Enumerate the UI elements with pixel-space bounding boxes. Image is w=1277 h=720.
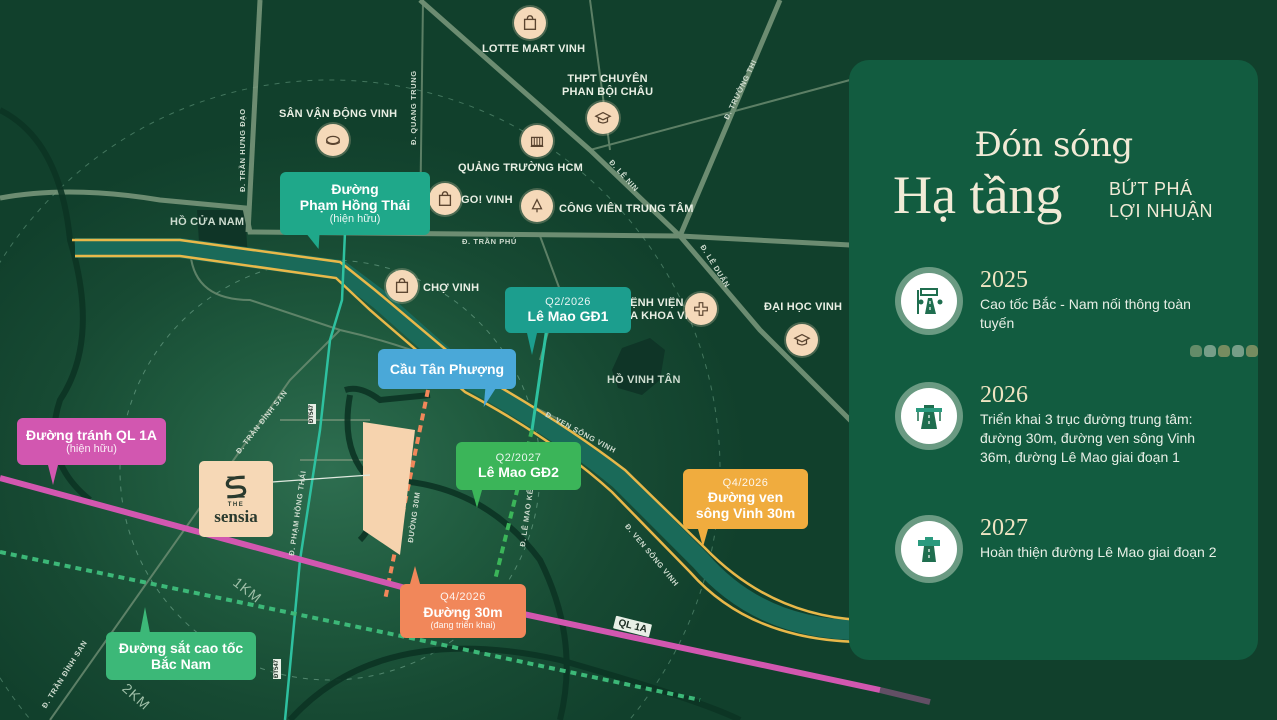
overpass-road-icon — [895, 382, 963, 450]
sensia-s-logo-icon — [225, 475, 247, 498]
graduation-cap-icon[interactable] — [786, 324, 818, 356]
callout-title: Đường — [331, 181, 379, 198]
callout-title: Bắc Nam — [151, 656, 211, 672]
road-gate-icon — [895, 515, 963, 583]
logo-the: THE — [227, 501, 245, 508]
shopping-bag-icon[interactable] — [386, 270, 418, 302]
timeline-text: Cao tốc Bắc - Nam nối thông toàn tuyến — [980, 296, 1191, 331]
callout-le-mao-gd1[interactable]: Q2/2026 Lê Mao GĐ1 — [505, 287, 631, 333]
poi-label-stadium: SÂN VẬN ĐỘNG VINH — [279, 108, 398, 120]
tree-icon[interactable] — [521, 190, 553, 222]
callout-cau-tan-phuong[interactable]: Cầu Tân Phượng — [378, 349, 516, 389]
callout-quarter: Q4/2026 — [722, 476, 769, 489]
callout-subtitle: (hiện hữu) — [66, 443, 117, 456]
shopping-bag-icon[interactable] — [514, 7, 546, 39]
callout-duong-sat-bac-nam[interactable]: Đường sắt cao tốc Bắc Nam — [106, 632, 256, 680]
callout-quarter: Q2/2026 — [545, 295, 591, 308]
monument-icon[interactable] — [521, 125, 553, 157]
panel-title-line2: Hạ tầng — [893, 165, 1063, 225]
medical-cross-icon[interactable] — [685, 293, 717, 325]
poi-label-hospital-line1: BỆNH VIỆN — [622, 297, 684, 309]
callout-title: Đường 30m — [423, 604, 503, 621]
poi-label-thpt-line2: PHAN BỘI CHÂU — [562, 86, 654, 98]
logo-name: sensia — [214, 506, 258, 526]
callout-duong-30m[interactable]: Q4/2026 Đường 30m (đang triển khai) — [400, 584, 526, 638]
callout-title: sông Vinh 30m — [695, 505, 796, 522]
callout-title: Đường ven — [707, 489, 784, 506]
callout-quarter: Q4/2026 — [440, 591, 486, 604]
callout-pointer — [410, 566, 420, 584]
poi-label-thpt: THPT CHUYÊN PHAN BỘI CHÂU — [562, 73, 653, 99]
callout-pointer — [48, 465, 58, 485]
callout-pointer — [698, 529, 708, 547]
poi-label-lotte: LOTTE MART VINH — [482, 43, 586, 55]
poi-label-cho: CHỢ VINH — [423, 282, 480, 294]
callout-pointer — [527, 333, 537, 355]
road-badge-dt547: ĐT547 — [273, 658, 282, 680]
graduation-cap-icon[interactable] — [587, 102, 619, 134]
project-logo-the-sensia[interactable]: THE sensia — [199, 461, 273, 537]
callout-duong-tranh-ql1a[interactable]: Đường tránh QL 1A (hiện hữu) — [17, 418, 166, 465]
callout-title: Đường tránh QL 1A — [25, 427, 158, 444]
callout-subtitle: (đang triển khai) — [430, 620, 496, 631]
callout-quarter: Q2/2027 — [495, 451, 542, 464]
timeline-text: Triển khai 3 trục đường trung tâm: đường… — [980, 411, 1196, 465]
callout-le-mao-gd2[interactable]: Q2/2027 Lê Mao GĐ2 — [456, 442, 581, 490]
timeline-year: 2026 — [980, 382, 1028, 408]
callout-title: Cầu Tân Phượng — [389, 360, 505, 377]
lake-label-vinh-tan: HỒ VINH TÂN — [607, 374, 681, 386]
lake-label-cua-nam: HỒ CỬA NAM — [170, 216, 245, 228]
callout-title: Lê Mao GĐ2 — [478, 464, 559, 481]
poi-label-park: CÔNG VIÊN TRUNG TÂM — [559, 203, 694, 215]
timeline-year: 2025 — [980, 267, 1028, 293]
callout-subtitle: (hiện hữu) — [329, 213, 381, 226]
road-badge-dt547: ĐT547 — [308, 403, 317, 425]
panel-title-side-1: BỨT PHÁ — [1109, 179, 1193, 199]
shopping-bag-icon[interactable] — [429, 183, 461, 215]
callout-pointer — [472, 490, 482, 508]
stadium-icon[interactable] — [317, 124, 349, 156]
callout-title: Phạm Hồng Thái — [299, 197, 411, 214]
poi-label-thpt-line1: THPT CHUYÊN — [567, 73, 648, 85]
decorative-hands-icon — [1190, 345, 1258, 357]
poi-label-square: QUẢNG TRƯỜNG HCM — [458, 162, 583, 174]
panel-title-line1: Đón sóng — [974, 125, 1133, 165]
street-label: Đ. TRẦN HƯNG ĐẠO — [238, 108, 247, 192]
timeline-text: Hoàn thiện đường Lê Mao giai đoạn 2 — [980, 544, 1217, 560]
callout-ven-song-vinh[interactable]: Q4/2026 Đường ven sông Vinh 30m — [683, 469, 808, 529]
panel-title-side: BỨT PHÁ LỢI NHUẬN — [1109, 178, 1213, 222]
callout-pointer — [140, 607, 150, 633]
street-label: Đ. TRẦN PHÚ — [462, 237, 517, 246]
callout-pham-hong-thai[interactable]: Đường Phạm Hồng Thái (hiện hữu) — [280, 172, 430, 235]
callout-title: Lê Mao GĐ1 — [527, 308, 609, 325]
infrastructure-panel: Đón sóng Hạ tầng BỨT PHÁ LỢI NHUẬN 2025 … — [849, 60, 1258, 660]
callout-title: Đường sắt cao tốc — [118, 639, 244, 656]
panel-title-side-2: LỢI NHUẬN — [1109, 201, 1213, 221]
timeline-year: 2027 — [980, 515, 1028, 541]
highway-sign-icon — [895, 267, 963, 335]
poi-label-go: GO! VINH — [461, 194, 513, 206]
poi-label-university: ĐẠI HỌC VINH — [764, 301, 843, 313]
street-label: Đ. QUANG TRUNG — [409, 70, 418, 145]
